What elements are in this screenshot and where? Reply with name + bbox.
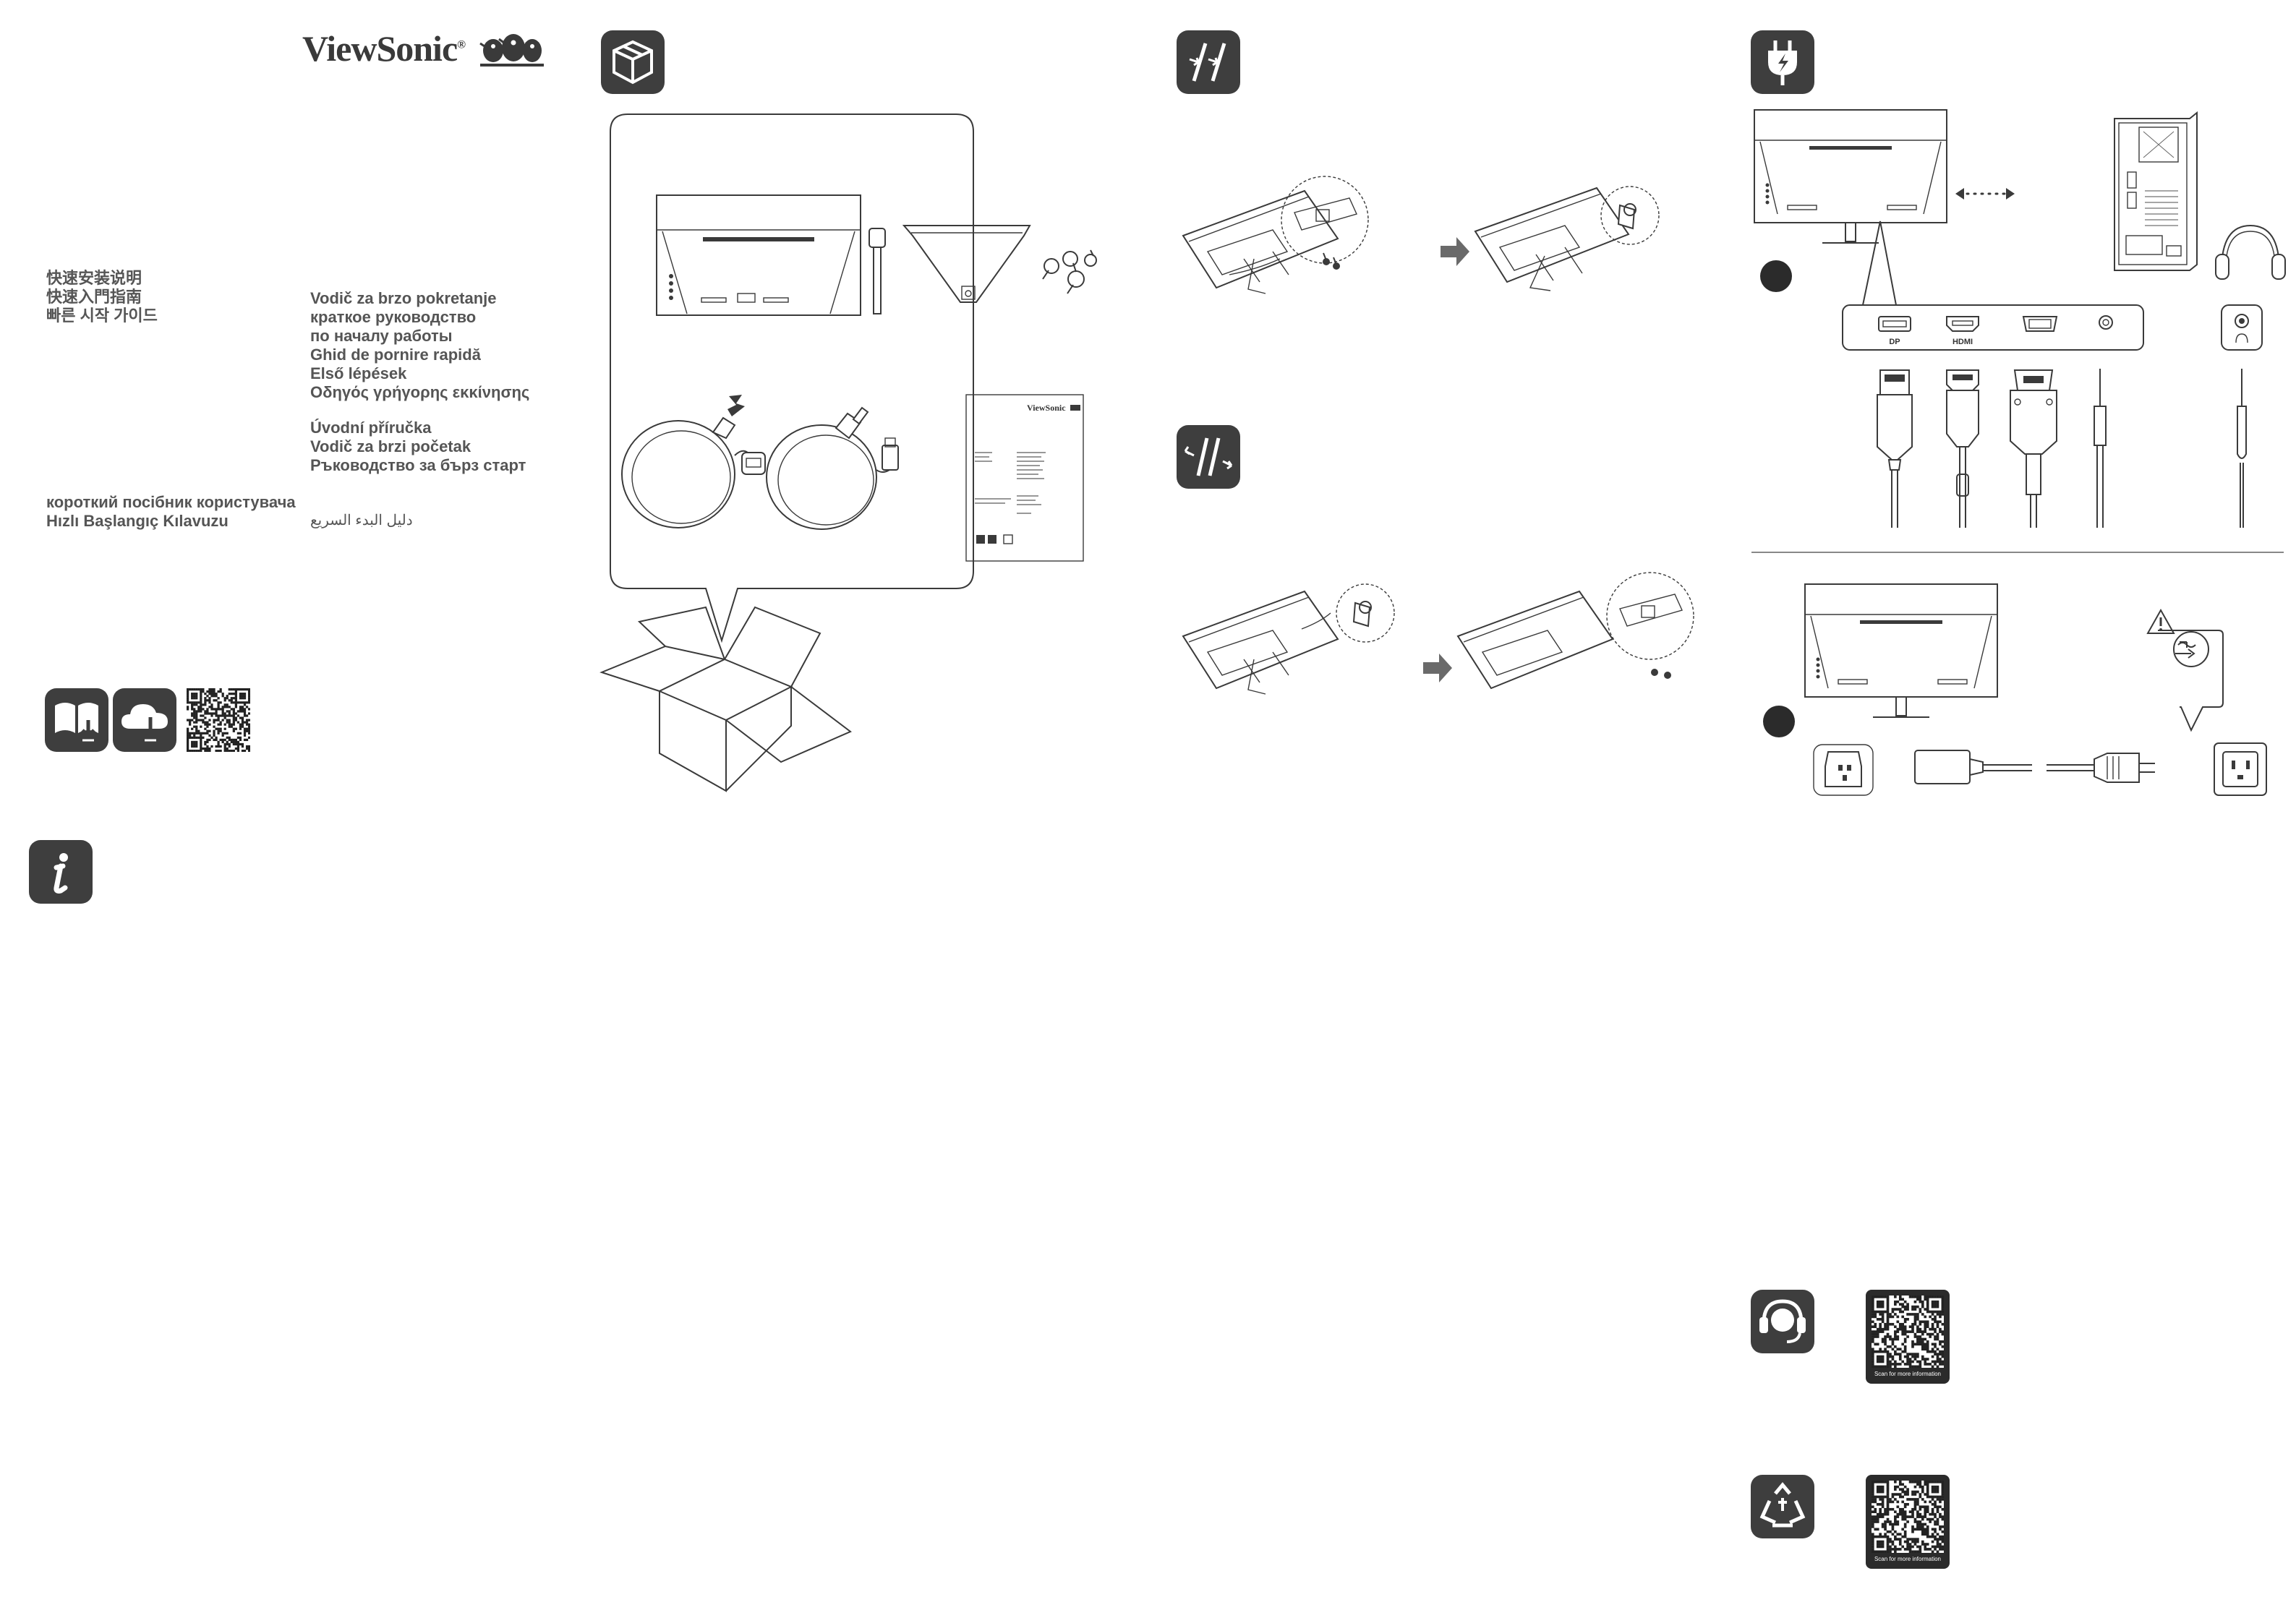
audio-port: [2099, 315, 2113, 330]
port-label-dp: DP: [1889, 338, 1900, 346]
monitor-illustration: [1804, 583, 1998, 718]
step-number-badge: [1763, 706, 1795, 737]
assembly-step-2: [1474, 186, 1660, 291]
headphone-cable-illustration: [2237, 369, 2247, 528]
guide-titles-bottom: короткий посібник користувача Hızlı Başl…: [46, 493, 296, 531]
power-warning-callout: [2146, 608, 2224, 732]
quick-start-guide-booklet: ViewSonic: [965, 394, 1084, 562]
guide-title: Hızlı Başlangıç Kılavuzu: [46, 512, 229, 530]
hdmi-cable-illustration: [766, 406, 899, 530]
headphone-jack-panel: [2221, 304, 2263, 351]
brand-name: ViewSonic: [302, 28, 458, 69]
guide-title: Ръководство за бърз старт: [310, 456, 526, 474]
headset-support-icon[interactable]: [1751, 1290, 1814, 1353]
guide-title: короткий посібник користувача: [46, 493, 296, 511]
recycle-icon[interactable]: [1751, 1475, 1814, 1538]
qr-support-card[interactable]: Scan for more information: [1866, 1290, 1950, 1384]
guide-title: Első lépések: [310, 364, 407, 382]
port-panel: DP HDMI: [1842, 304, 2144, 351]
port-label-hdmi: HDMI: [1953, 338, 1973, 346]
package-icon: [601, 30, 665, 94]
disassembly-step-2: [1456, 572, 1694, 690]
dp-port: [1878, 316, 1911, 332]
power-cord-illustration: [1914, 750, 2155, 784]
hdmi-cable-illustration: [1946, 369, 1979, 528]
assembly-step-1: [1182, 176, 1369, 294]
step-arrow-icon: [1441, 237, 1469, 266]
monitor-power-inlet: [1813, 744, 1874, 796]
vga-port: [2022, 316, 2058, 332]
svg-text:ViewSonic: ViewSonic: [1027, 403, 1066, 413]
dp-cable-illustration: [1877, 369, 1913, 528]
power-cable-illustration: [621, 395, 766, 528]
qr-code: [1872, 1296, 1944, 1368]
wall-outlet-illustration: [2214, 742, 2267, 796]
headphones-illustration: [2215, 224, 2286, 280]
brand-registered-mark: ®: [457, 38, 466, 51]
qr-recycling-card[interactable]: Scan for more information: [1866, 1475, 1950, 1569]
connections-illustration: DP HDMI: [1751, 109, 2286, 796]
qr-code: [187, 688, 250, 752]
guide-title: Vodič za brzi početak: [310, 437, 471, 455]
guide-title: 快速安装说明: [46, 269, 142, 287]
guide-title: 快速入門指南: [46, 288, 142, 306]
book-download-icon[interactable]: [45, 688, 108, 752]
stand-assembly-illustration: [1182, 176, 1694, 695]
monitor-illustration: [656, 194, 861, 316]
guide-titles-asian: 快速安装说明 快速入門指南 빠른 시작 가이드: [46, 269, 158, 325]
guide-title: краткое руководство: [310, 308, 477, 326]
brand-logo: ViewSonic®: [302, 27, 466, 69]
cloud-download-icon[interactable]: [113, 688, 176, 752]
guide-title: Οδηγός γρήγορης εκκίνησης: [310, 383, 530, 401]
brand-birds-logo: [479, 34, 544, 67]
stand-neck-illustration: [869, 228, 886, 314]
stand-detach-icon: [1177, 425, 1240, 489]
step-number-badge: [1760, 260, 1792, 292]
stand-attach-icon: [1177, 30, 1240, 94]
guide-title: Úvodní příručka: [310, 419, 432, 437]
guide-title-arabic: دليل البدء السريع: [310, 513, 413, 528]
guide-titles-european-1: Vodič za brzo pokretanje краткое руковод…: [310, 289, 529, 402]
guide-title: Ghid de pornire rapidă: [310, 346, 481, 364]
guide-title: по началу работы: [310, 327, 453, 345]
hdmi-port: [1946, 316, 1979, 332]
audio-cable-illustration: [2094, 369, 2107, 528]
power-plug-icon: [1751, 30, 1814, 94]
guide-title: Vodič za brzo pokretanje: [310, 289, 497, 307]
monitor-illustration: [1754, 109, 1947, 244]
qr-caption: Scan for more information: [1874, 1371, 1942, 1377]
computer-tower-illustration: [2114, 111, 2198, 271]
package-contents-illustration: ViewSonic: [599, 114, 1097, 792]
disassembly-step-1: [1182, 583, 1395, 695]
guide-title: 빠른 시작 가이드: [46, 307, 158, 325]
vga-cable-illustration: [2010, 369, 2057, 528]
qr-caption: Scan for more information: [1874, 1556, 1942, 1562]
info-icon: [29, 840, 93, 904]
stand-base-illustration: [902, 225, 1031, 303]
step-arrow-icon: [1423, 654, 1452, 682]
shipping-box-illustration: [599, 606, 852, 792]
qr-code: [1872, 1481, 1944, 1553]
guide-titles-european-2: Úvodní příručka Vodič za brzi početak Ръ…: [310, 419, 526, 475]
screws-illustration: [1042, 249, 1097, 294]
